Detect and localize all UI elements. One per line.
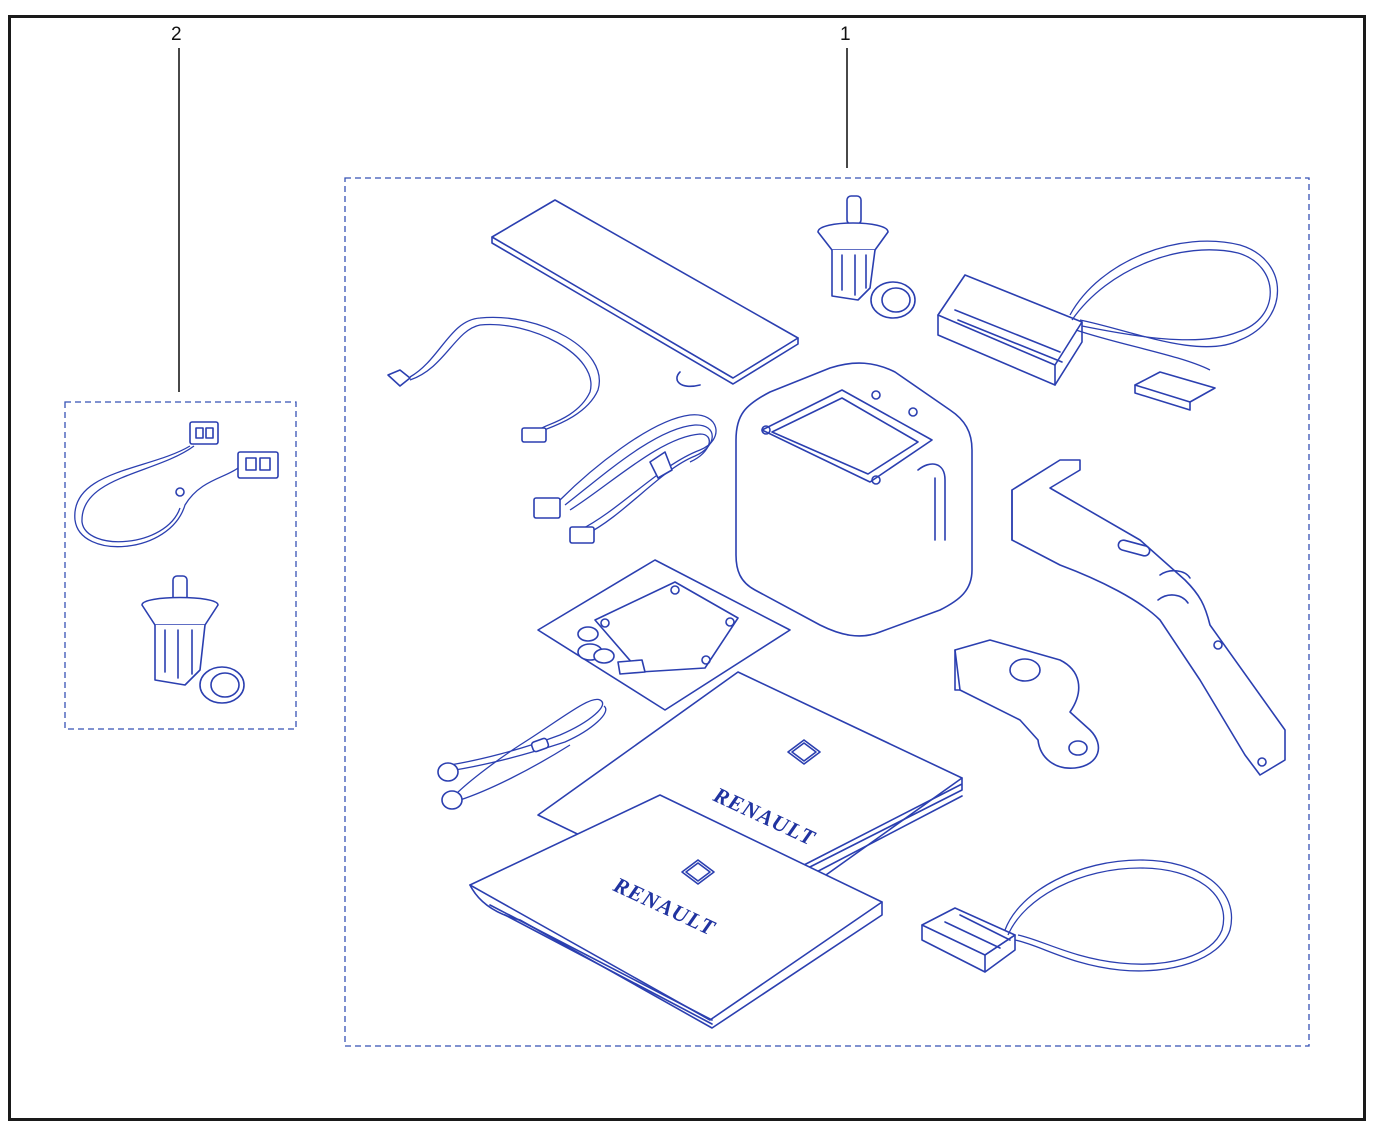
siren-connector-harness <box>921 859 1233 973</box>
coiled-wire-bundle <box>533 414 717 544</box>
bracket-long <box>1011 459 1286 776</box>
callout-1-label: 1 <box>840 24 851 45</box>
main-harness-connector <box>937 240 1278 411</box>
callout-2-label: 2 <box>171 24 182 45</box>
siren-unit <box>735 362 973 637</box>
door-switch <box>817 195 916 319</box>
group-2-wiring-harness <box>74 421 279 548</box>
diagram-frame <box>8 15 1366 1121</box>
hardware-bag <box>537 559 791 711</box>
led-wire <box>437 698 607 810</box>
manual-booklet-front: RENAULT <box>469 794 883 1029</box>
bracket-small <box>954 639 1100 769</box>
group-2-door-switch <box>141 575 245 704</box>
adhesive-pad <box>491 199 799 388</box>
temperature-sensor-wire <box>387 316 600 443</box>
kit-2-group-box <box>64 401 297 730</box>
kit-1-group-box <box>344 177 1310 1047</box>
